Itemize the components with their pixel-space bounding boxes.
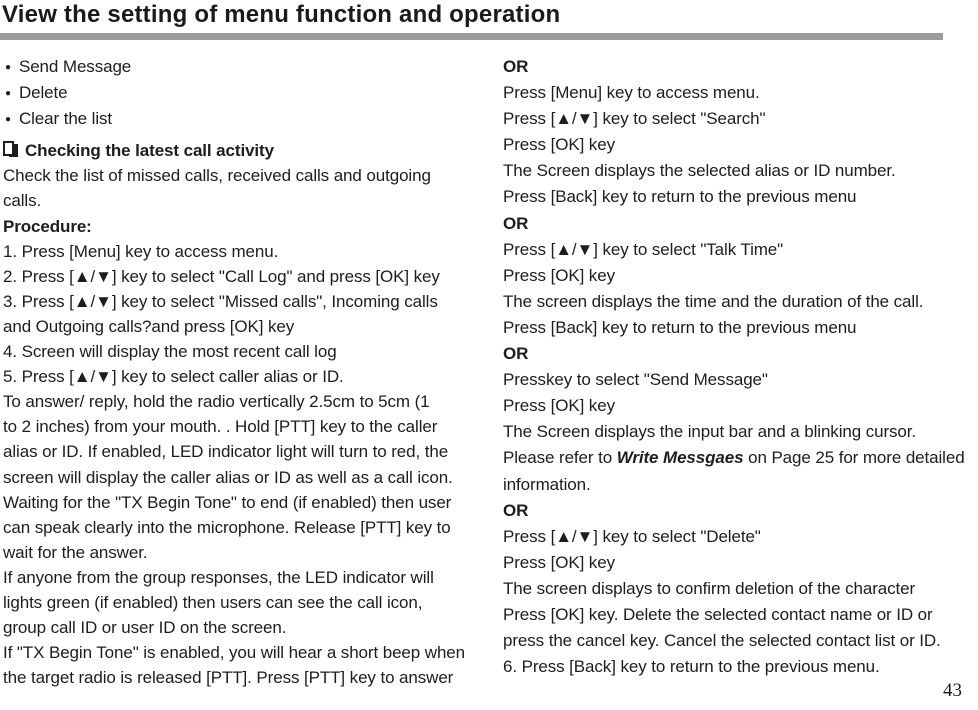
text-line: wait for the answer.	[3, 542, 148, 562]
bullet-item: ●Delete	[3, 80, 473, 106]
text-line: If anyone from the group responses, the …	[3, 567, 434, 587]
text-line: 5. Press [▲/▼] key to select caller alia…	[3, 367, 344, 387]
text-line: OR	[503, 57, 529, 76]
text-line: 1. Press [Menu] key to access menu.	[3, 241, 279, 261]
text-line: and Outgoing calls?and press [OK] key	[3, 316, 295, 336]
text-line: 3. Press [▲/▼] key to select "Missed cal…	[3, 291, 438, 311]
section-heading-label: Checking the latest call activity	[25, 141, 274, 161]
text-line: to 2 inches) from your mouth. . Hold [PT…	[3, 417, 438, 437]
text-line: Press [OK] key	[503, 552, 615, 572]
text-line: 4. Screen will display the most recent c…	[3, 342, 337, 362]
text-line: Check the list of missed calls, received…	[3, 166, 431, 186]
pages-icon	[3, 141, 20, 158]
text-line: To answer/ reply, hold the radio vertica…	[3, 392, 430, 412]
text-line: Press [▲/▼] key to select "Delete"	[503, 526, 761, 546]
text-line: The Screen displays the input bar and a …	[503, 422, 917, 442]
text-run: Please refer to	[503, 448, 617, 468]
text-line: OR	[503, 213, 529, 233]
text-line: group call ID or user ID on the screen.	[3, 618, 287, 638]
text-line: information.	[503, 474, 591, 494]
text-line: lights green (if enabled) then users can…	[3, 592, 423, 612]
text-run: Write Messgaes	[616, 448, 744, 468]
text-line: Press [OK] key	[503, 265, 615, 285]
text-line: The screen displays to confirm deletion …	[503, 578, 916, 598]
text-line: the target radio is released [PTT]. Pres…	[3, 668, 454, 688]
bullet-icon: ●	[5, 62, 11, 73]
text-line: If "TX Begin Tone" is enabled, you will …	[3, 643, 466, 663]
text-line: calls.	[3, 191, 42, 211]
text-line: screen will display the caller alias or …	[3, 467, 453, 487]
text-line: Please refer to Write Messgaes on Page 2…	[503, 445, 975, 471]
text-line: OR	[503, 500, 529, 520]
right-column: OR Press [Menu] key to access menu. Press …	[503, 54, 975, 680]
bullet-icon: ●	[5, 88, 11, 100]
text-line: alias or ID. If enabled, LED indicator l…	[3, 442, 449, 462]
bullet-item: ●Clear the list	[3, 106, 473, 132]
text-line: The Screen displays the selected alias o…	[503, 161, 896, 181]
text-line: Presskey to select "Send Message"	[503, 370, 768, 390]
title-rule	[0, 33, 943, 40]
text-line: 6. Press [Back] key to return to the pre…	[503, 657, 880, 677]
page-number: 43	[943, 680, 962, 701]
page-title: View the setting of menu function and op…	[2, 1, 561, 28]
text-line: Press [OK] key. Delete the selected cont…	[503, 604, 933, 624]
text-line: Press [▲/▼] key to select "Search"	[503, 109, 766, 129]
text-line: The screen displays the time and the dur…	[503, 291, 924, 311]
text-line: Press [Back] key to return to the previo…	[503, 187, 857, 207]
text-line: Press [Back] key to return to the previo…	[503, 317, 857, 337]
text-line: Waiting for the "TX Begin Tone" to end (…	[3, 492, 452, 512]
section-heading: Checking the latest call activity	[3, 138, 473, 163]
text-line: Procedure:	[3, 216, 92, 236]
text-line: 2. Press [▲/▼] key to select "Call Log" …	[3, 266, 440, 286]
text-line: Press [OK] key	[503, 135, 615, 155]
text-line: OR	[503, 344, 529, 364]
text-line: press the cancel key. Cancel the selecte…	[503, 631, 941, 651]
text-line: Press [OK] key	[503, 396, 615, 416]
text-line: Press [▲/▼] key to select "Talk Time"	[503, 239, 784, 259]
text-run: on Page 25 for more detailed	[743, 448, 965, 468]
bullet-icon: ●	[5, 114, 11, 126]
bullet-item: ●Send Message	[3, 54, 473, 80]
text-line: can speak clearly into the microphone. R…	[3, 517, 451, 537]
text-line: Press [Menu] key to access menu.	[503, 83, 760, 103]
